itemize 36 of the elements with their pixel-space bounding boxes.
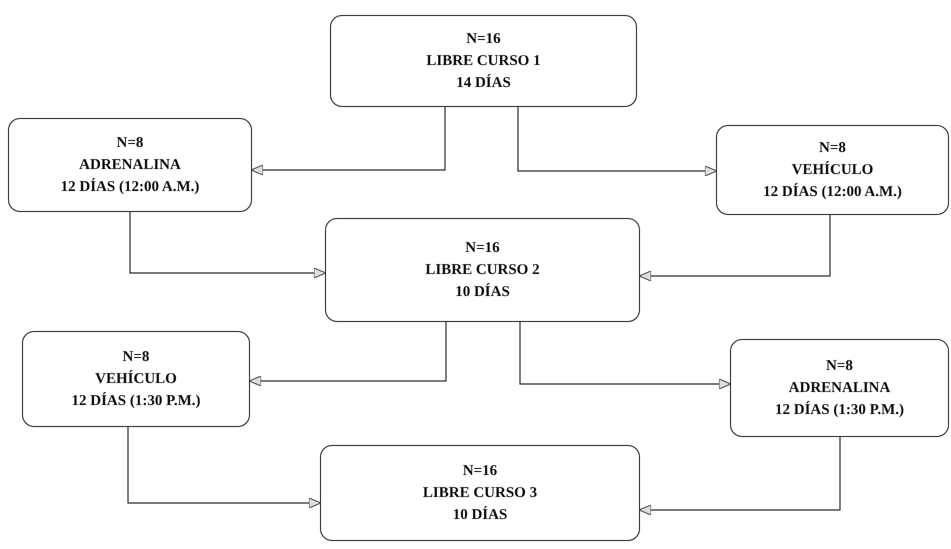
box-text: 12 DÍAS (12:00 A.M.) — [763, 182, 902, 202]
arrow — [638, 437, 841, 516]
box-text: N=16 — [465, 239, 500, 258]
process-box — [22, 331, 250, 427]
box-text: 10 DÍAS — [452, 505, 508, 525]
box-text: ADRENALINA — [79, 156, 181, 175]
box-text: 14 DÍAS — [456, 73, 511, 93]
box-text: LIBRE CURSO 3 — [422, 484, 538, 503]
arrow — [638, 215, 831, 282]
box-text: 10 DÍAS — [455, 282, 510, 302]
arrow — [127, 427, 322, 508]
box-text: VEHÍCULO — [792, 160, 874, 180]
process-box — [716, 125, 949, 215]
arrow — [129, 212, 326, 278]
arrow — [248, 322, 447, 386]
box-text: LIBRE CURSO 2 — [425, 261, 540, 280]
box-text: N=8 — [819, 139, 846, 158]
process-box — [330, 15, 637, 107]
process-box — [325, 218, 640, 322]
arrow — [250, 107, 446, 176]
box-text: N=16 — [462, 462, 498, 481]
box-text: 12 DÍAS (1:30 P.M.) — [71, 391, 201, 411]
box-text: LIBRE CURSO 1 — [426, 52, 541, 71]
box-text: N=16 — [466, 30, 501, 49]
process-box — [320, 445, 640, 541]
process-box — [8, 118, 252, 212]
box-text: N=8 — [116, 134, 144, 153]
box-text: 12 DÍAS (1:30 P.M.) — [774, 400, 904, 420]
box-text: N=8 — [826, 357, 853, 376]
box-text: ADRENALINA — [788, 379, 890, 398]
process-box — [730, 339, 949, 437]
box-text: N=8 — [122, 348, 150, 367]
arrow — [519, 322, 732, 390]
box-text: VEHÍCULO — [95, 369, 177, 389]
box-text: 12 DÍAS (12:00 A.M.) — [60, 177, 200, 197]
arrow — [517, 107, 718, 176]
